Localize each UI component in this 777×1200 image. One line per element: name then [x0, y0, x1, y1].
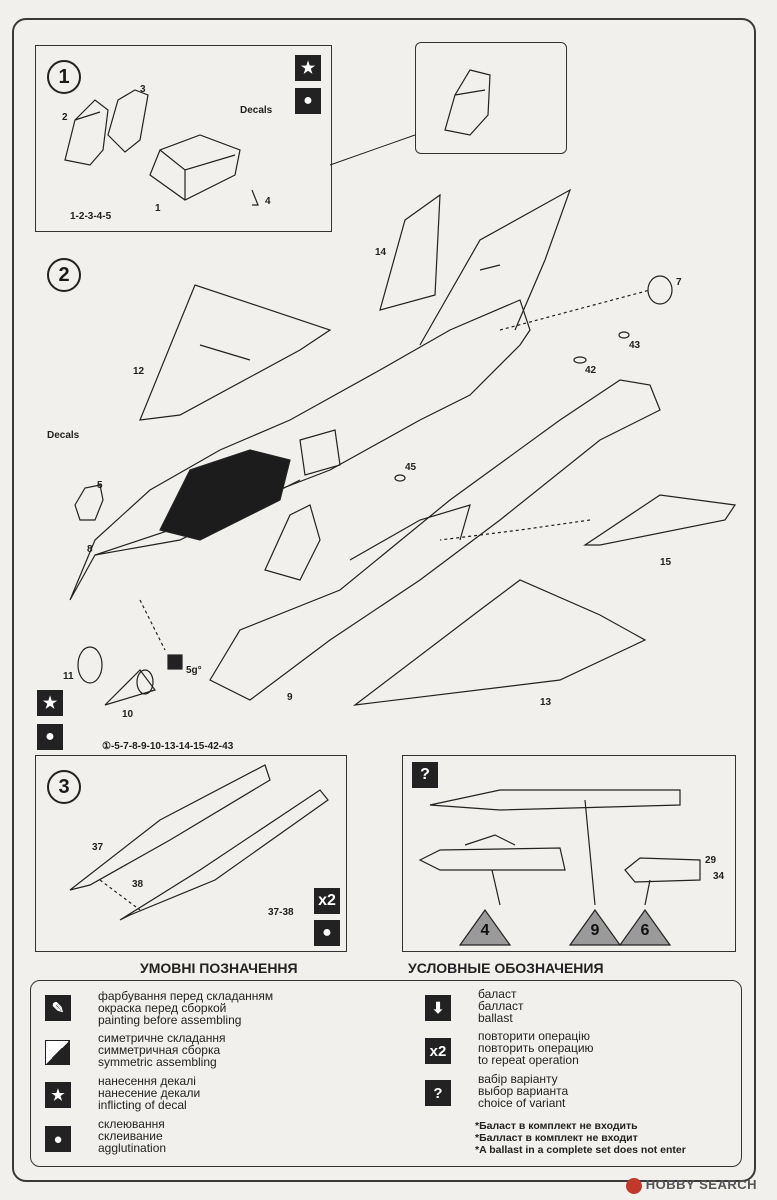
legend-title-ua: УМОВНІ ПОЗНАЧЕННЯ [140, 960, 298, 976]
ballast-label: 5g° [186, 665, 202, 676]
step1-sequence: 1-2-3-4-5 [70, 211, 112, 222]
part-label: 29 [705, 855, 717, 866]
part-label: 13 [540, 697, 552, 708]
part-label: 10 [122, 709, 134, 720]
logo-icon [625, 1178, 642, 1194]
step1-panel [35, 45, 332, 232]
part-label: 3 [140, 84, 146, 95]
drop-icon: ● [295, 88, 321, 114]
part-label: 5 [97, 480, 103, 491]
drop-icon: ● [45, 1126, 71, 1152]
step3-number: 3 [47, 770, 81, 804]
legend-title-ru: УСЛОВНЫЕ ОБОЗНАЧЕНИЯ [408, 960, 604, 976]
step3-panel [35, 755, 347, 952]
star-icon: ★ [295, 55, 321, 81]
variants-panel [402, 755, 736, 952]
step2-number: 2 [47, 258, 81, 292]
legend-item: симетричне складання симметричная сборка… [98, 1031, 226, 1069]
part-label: 4 [265, 196, 271, 207]
variant-number: 9 [590, 922, 600, 939]
part-label: 38 [132, 879, 144, 890]
drop-icon: ● [37, 724, 63, 750]
ballast-note: *Баласт в комплект не входить *Балласт в… [475, 1120, 686, 1156]
drop-icon: ● [314, 920, 340, 946]
repeat-icon: x2 [425, 1038, 451, 1064]
step1-number: 1 [47, 60, 81, 94]
star-icon: ★ [45, 1082, 71, 1108]
choice-icon: ? [425, 1080, 451, 1106]
ballast-icon: ⬇ [425, 995, 451, 1021]
repeat-icon: x2 [314, 888, 340, 914]
legend-item: фарбування перед складанням окраска пере… [98, 989, 274, 1027]
part-label: 7 [676, 277, 682, 288]
part-label: 11 [63, 671, 74, 682]
part-label: 45 [405, 462, 417, 473]
brush-icon: ✎ [45, 995, 71, 1021]
step1-detail-panel [415, 42, 567, 154]
part-label: 15 [660, 557, 672, 568]
legend-item: склеювання склеивание agglutination [98, 1117, 167, 1155]
part-label: 34 [713, 871, 725, 882]
step2-sequence: ①-5-7-8-9-10-13-14-15-42-43 [102, 741, 234, 752]
symmetric-icon [45, 1040, 70, 1065]
part-label: 1 [155, 203, 161, 214]
step3-sequence: 37-38 [268, 907, 294, 918]
page-frame [12, 18, 756, 1182]
part-label: 12 [133, 366, 145, 377]
watermark: HOBBY SEARCH [625, 1177, 757, 1194]
part-label: 8 [87, 544, 93, 555]
star-icon: ★ [37, 690, 63, 716]
legend-item: вабір варіанту выбор варианта choice of … [478, 1072, 569, 1110]
legend-item: нанесення декалі нанесение декали inflic… [98, 1074, 201, 1112]
choice-icon: ? [412, 762, 438, 788]
part-label: Decals [240, 105, 273, 116]
part-label: 42 [585, 365, 597, 376]
part-label: 14 [375, 247, 387, 258]
variant-number: 4 [480, 922, 490, 939]
part-label: Decals [47, 430, 80, 441]
legend-item: повторити операцію повторить операцию to… [478, 1029, 594, 1067]
part-label: 37 [92, 842, 104, 853]
part-label: 43 [629, 340, 641, 351]
variant-number: 6 [640, 922, 650, 939]
legend-item: баласт балласт ballast [478, 987, 524, 1025]
legend-box [30, 980, 742, 1167]
part-label: 2 [62, 112, 68, 123]
part-label: 9 [287, 692, 293, 703]
